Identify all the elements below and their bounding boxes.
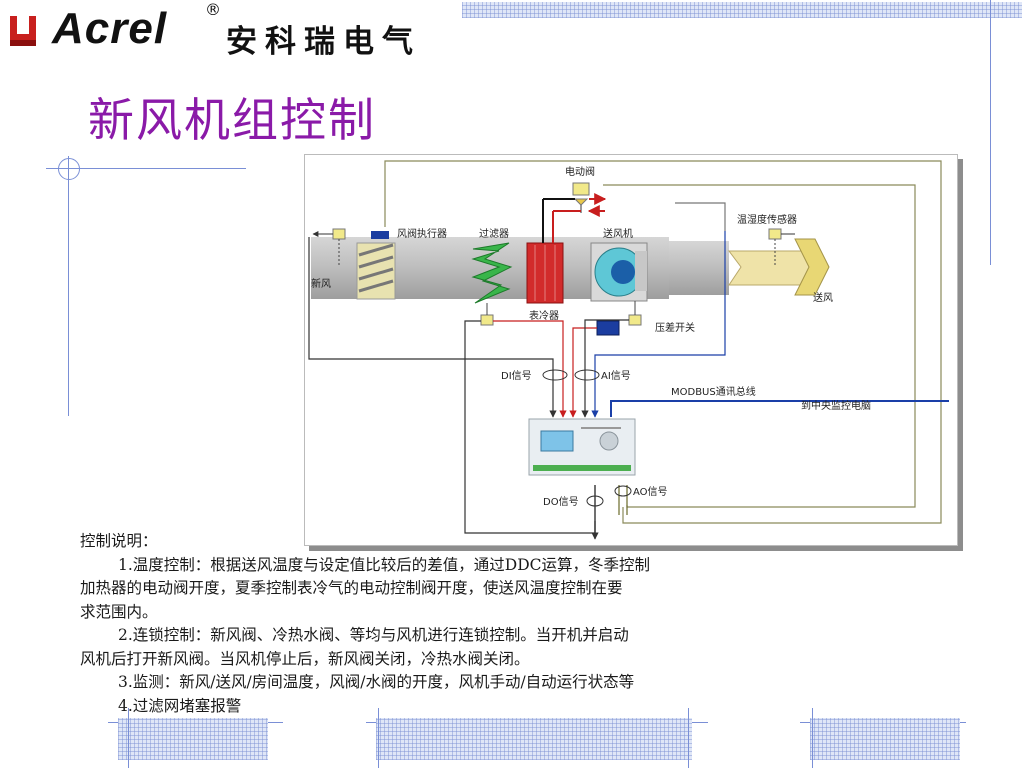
bottom-decoration-block-2: [376, 718, 692, 760]
damper-actuator-icon: [371, 231, 389, 239]
electric-valve-icon: [542, 182, 607, 243]
description-item-2-line-2: 风机后打开新风阀。当风机停止后，新风阀关闭，冷热水阀关闭。: [80, 649, 530, 668]
fresh-air-sensor-icon: [312, 228, 346, 267]
bottom-decoration-block-3: [810, 718, 960, 760]
control-description: 控制说明： 1.温度控制：根据送风温度与设定值比较后的差值，通过DDC运算，冬季…: [80, 530, 810, 718]
description-item-4: 4.过滤网堵塞报警: [118, 696, 242, 715]
fan-motor-box-icon: [596, 320, 620, 336]
filter-icon: [471, 242, 513, 304]
label-dp-switch: 压差开关: [655, 321, 695, 334]
supply-fan-icon: [590, 242, 648, 302]
control-wires: [384, 160, 942, 524]
description-item-1-line-3: 求范围内。: [80, 602, 158, 621]
signal-wires: [308, 231, 949, 540]
header-decoration-bar: [462, 2, 1022, 18]
bottom-decoration-tick-3: [688, 708, 689, 768]
ddc-controller-icon: [528, 418, 636, 476]
description-heading: 控制说明：: [80, 532, 158, 550]
label-fresh-air: 新风: [311, 277, 331, 290]
label-th-sensor: 温湿度传感器: [737, 213, 797, 226]
ahu-control-diagram: 风阀执行器 新风 过滤器 表冷器 电动阀 送风机: [304, 154, 958, 546]
th-sensor-icon: [768, 228, 795, 267]
label-do-signal: DO信号: [543, 496, 579, 508]
description-item-3: 3.监测：新风/送风/房间温度，风阀/水阀的开度，风机手动/自动运行状态等: [118, 673, 635, 691]
brand-name: Acrel: [52, 4, 168, 53]
label-to-central-pc: 到中央监控电脑: [801, 399, 871, 412]
label-supply-air: 送风: [813, 291, 833, 304]
pressure-switch-icon: [628, 314, 642, 326]
left-decoration-hline: [46, 168, 246, 169]
bottom-decoration-tick-4: [812, 708, 813, 768]
description-item-2-line-1: 2.连锁控制：新风阀、冷热水阀、等均与风机进行连锁控制。当开机并启动: [118, 626, 629, 644]
crosshair-circle-icon: [58, 158, 80, 180]
registered-mark: ®: [205, 0, 221, 19]
label-di-signal: DI信号: [501, 370, 532, 382]
cooling-coil-icon: [526, 242, 564, 304]
label-electric-valve: 电动阀: [565, 165, 595, 178]
description-item-1-line-2: 加热器的电动阀开度，夏季控制表冷气的电动控制阀开度，使送风温度控制在要: [80, 579, 623, 597]
bottom-decoration-tick-1: [128, 708, 129, 768]
bottom-decoration-tick-2: [378, 708, 379, 768]
left-decoration-vline: [68, 156, 69, 416]
filter-dp-switch-icon: [480, 314, 494, 326]
description-item-1-line-1: 1.温度控制：根据送风温度与设定值比较后的差值，通过DDC运算，冬季控制: [118, 555, 651, 574]
acrel-logo-icon: [10, 16, 36, 46]
page-title: 新风机组控制: [88, 93, 376, 147]
label-damper-actuator: 风阀执行器: [397, 227, 447, 240]
label-cooling-coil: 表冷器: [529, 309, 559, 322]
label-ai-signal: AI信号: [601, 370, 631, 382]
label-supply-fan: 送风机: [603, 227, 633, 240]
bottom-decoration-block-1: [118, 718, 268, 760]
fresh-air-damper: [356, 242, 396, 300]
right-decoration-line: [990, 0, 991, 265]
brand-name-cn: 安科瑞电气: [226, 24, 421, 60]
label-filter: 过滤器: [479, 227, 509, 240]
label-ao-signal: AO信号: [633, 486, 668, 498]
label-modbus-bus: MODBUS通讯总线: [671, 385, 756, 398]
